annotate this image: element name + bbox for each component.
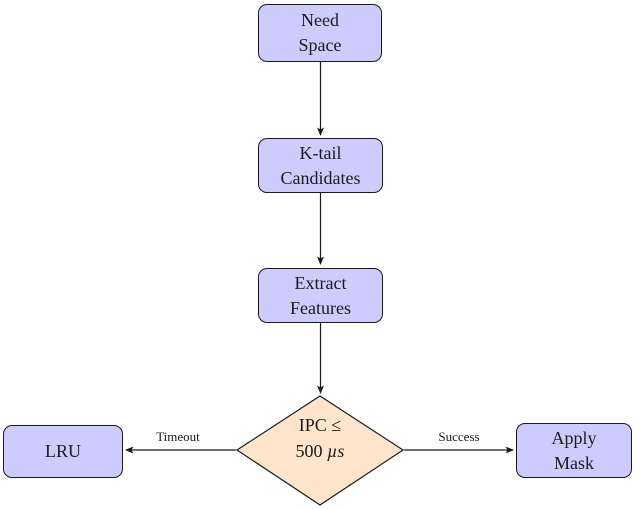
decision-label-line1: IPC ≤ <box>298 415 342 435</box>
node-lru-label: LRU <box>45 441 81 461</box>
node-need-space-label-line2: Space <box>298 35 342 55</box>
edge-label-success: Success <box>438 429 480 444</box>
node-need-space-label-line1: Need <box>301 10 339 30</box>
node-extract-label-line2: Features <box>290 297 351 318</box>
node-apply-mask-label-line2: Mask <box>554 452 594 473</box>
decision-value: 500 <box>295 441 323 461</box>
decision-unit: µs <box>327 441 345 461</box>
edge-label-timeout: Timeout <box>156 429 200 444</box>
node-need-space: Need Space <box>258 4 382 62</box>
node-ktail-candidates: K-tail Candidates <box>258 138 383 193</box>
node-extract-features: Extract Features <box>258 268 383 323</box>
node-ktail-label-line1: K-tail <box>299 142 342 163</box>
node-decision-ipc-label: IPC ≤ 500 µs <box>250 412 390 464</box>
node-ktail-label-line2: Candidates <box>280 167 361 188</box>
node-apply-mask: Apply Mask <box>516 423 632 478</box>
node-extract-label-line1: Extract <box>294 272 347 293</box>
decision-diamond-shape <box>235 395 405 506</box>
node-apply-mask-label-line1: Apply <box>551 427 597 448</box>
node-lru: LRU <box>3 425 123 478</box>
decision-label-line2: 500 µs <box>250 438 390 464</box>
